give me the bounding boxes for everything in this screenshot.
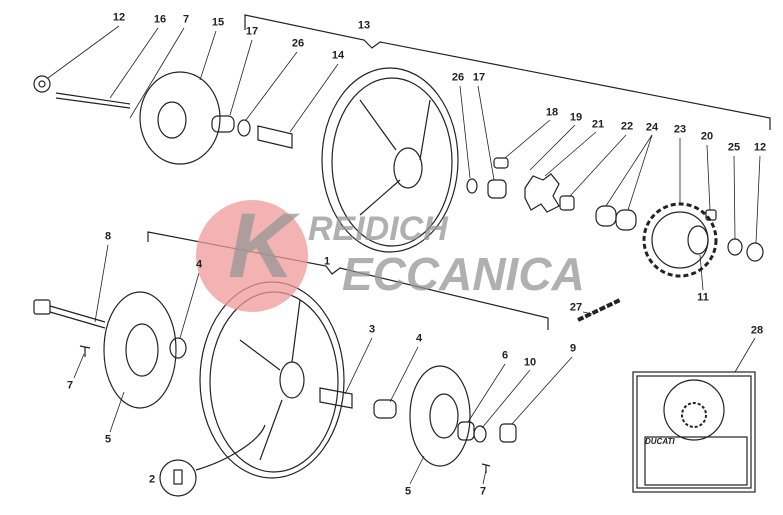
- part-label: 21: [591, 118, 605, 131]
- part-22-spacer: [559, 195, 575, 211]
- spacer-14: [257, 125, 293, 149]
- part-label: 17: [472, 71, 486, 84]
- front-brake-disc-left: [103, 291, 177, 409]
- bracket-1: [147, 231, 549, 330]
- part-label: 8: [104, 230, 112, 243]
- part-label: 17: [245, 25, 259, 38]
- part-label: 15: [211, 16, 225, 29]
- bearing-4: [169, 337, 187, 359]
- watermark-line2: ECCANICA: [342, 248, 585, 300]
- part-label: 5: [104, 433, 112, 446]
- part-label: 26: [451, 71, 465, 84]
- watermark-circle: [196, 200, 308, 312]
- watermark-line1: REIDICH: [308, 210, 448, 248]
- valve-leader: [195, 424, 266, 471]
- part-label: 18: [545, 106, 559, 119]
- part-label: 24: [645, 121, 659, 134]
- rear-brake-disc: [139, 71, 221, 165]
- part-label: 4: [195, 258, 203, 271]
- part-label: 26: [291, 37, 305, 50]
- nut-9: [499, 423, 517, 443]
- stud-20: [705, 209, 717, 221]
- front-wheel: [199, 281, 345, 479]
- part-label: 4: [415, 332, 423, 345]
- tool-plate-brand: DUCATI: [645, 437, 675, 446]
- valve-callout-circle: [159, 459, 197, 497]
- bolt-7: [79, 345, 91, 357]
- part-label: 27: [569, 301, 583, 314]
- nut-12: [746, 242, 764, 262]
- bearing-6: [457, 421, 475, 441]
- part-label: 7: [66, 379, 74, 392]
- part-label: 6: [501, 349, 509, 362]
- rear-sprocket-23: [642, 202, 718, 278]
- part-label: 23: [673, 123, 687, 136]
- part-label: 20: [700, 130, 714, 143]
- watermark-letter: K: [228, 195, 295, 297]
- spacer-3: [319, 387, 353, 409]
- rear-axle: [33, 75, 131, 109]
- chain-27: [577, 298, 621, 322]
- seal-10: [473, 425, 487, 443]
- part-label: 13: [357, 19, 371, 32]
- part-label: 25: [727, 141, 741, 154]
- bearing-24a: [595, 205, 617, 227]
- tool-plate-28: [632, 371, 756, 493]
- bearing-24b: [615, 209, 637, 231]
- part-label: 3: [368, 323, 376, 336]
- bearing-17b: [487, 179, 507, 199]
- front-brake-disc-right: [409, 365, 471, 467]
- part-label: 1: [323, 255, 331, 268]
- bearing-4b: [373, 399, 397, 419]
- seal-26: [237, 119, 251, 137]
- part-label: 28: [750, 324, 764, 337]
- part-18: [493, 157, 509, 169]
- washer-25: [727, 238, 743, 256]
- sprocket-carrier-21: [524, 173, 560, 213]
- bracket-13: [244, 14, 771, 130]
- rear-wheel: [321, 67, 459, 253]
- part-label: 7: [182, 13, 190, 26]
- part-label: 5: [404, 485, 412, 498]
- part-label: 12: [112, 11, 126, 24]
- part-label: 16: [153, 13, 167, 26]
- part-label: 2: [148, 473, 156, 486]
- part-label: 12: [753, 141, 767, 154]
- part-label: 19: [569, 111, 583, 124]
- part-label: 14: [331, 49, 345, 62]
- front-axle: [33, 299, 106, 329]
- part-label: 10: [523, 356, 537, 369]
- bearing-17: [211, 115, 235, 133]
- part-label: 9: [569, 342, 577, 355]
- part-label: 22: [620, 120, 634, 133]
- leader-lines: [47, 25, 761, 485]
- seal-26b: [466, 178, 478, 194]
- part-label: 7: [479, 485, 487, 498]
- part-label: 11: [697, 291, 709, 304]
- valve-2: [173, 469, 183, 485]
